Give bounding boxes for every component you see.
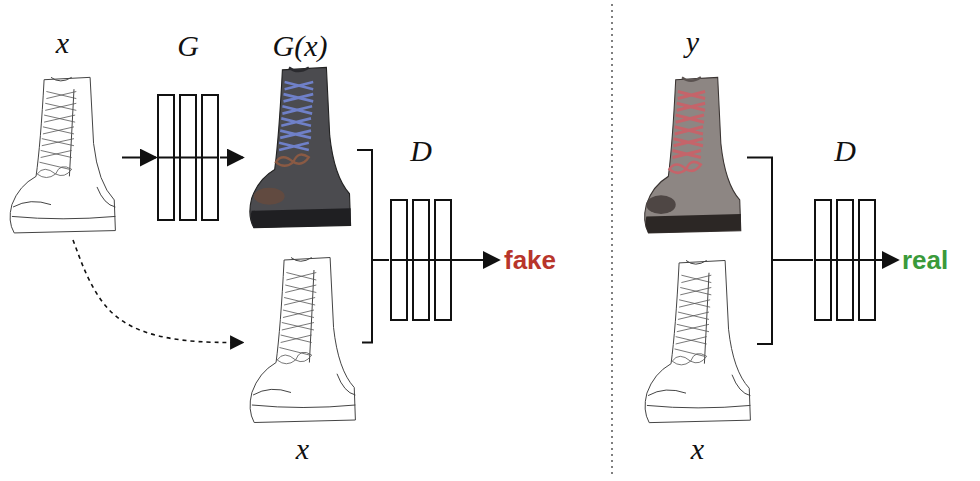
discriminator-block: D <box>389 134 453 320</box>
node-label: x <box>3 26 122 59</box>
discriminator-network <box>815 200 875 320</box>
generator-block: G <box>156 29 220 220</box>
target-image: y <box>638 25 747 240</box>
pair-bracket <box>357 150 389 260</box>
pair-bracket <box>757 260 813 344</box>
pair-bracket <box>362 260 389 343</box>
edge-sketch <box>645 260 750 422</box>
input-sketch: x <box>243 255 362 465</box>
node-label: D <box>813 134 877 167</box>
node-label: G(x) <box>243 29 357 62</box>
output-arrow <box>875 259 898 261</box>
node-label: x <box>243 432 362 465</box>
real-boot <box>645 77 741 233</box>
generator-network <box>158 95 218 220</box>
discriminator-block: D <box>813 134 877 320</box>
discriminator-network <box>391 200 451 320</box>
output-verdict: real <box>902 245 948 275</box>
flow-arrow <box>122 157 156 159</box>
node-label: G <box>156 29 220 62</box>
separator-line <box>611 4 613 477</box>
input-sketch: x <box>638 258 757 465</box>
edge-sketch <box>250 258 355 423</box>
copy-connector <box>73 240 243 343</box>
node-label: D <box>389 134 453 167</box>
pair-bracket <box>747 158 813 261</box>
output-arrow <box>451 259 499 261</box>
flow-arrow <box>220 157 243 159</box>
generated-boot <box>250 67 351 227</box>
output-verdict: fake <box>504 245 556 275</box>
node-label: y <box>638 25 747 58</box>
output-image: G(x) <box>243 29 357 235</box>
input-sketch: x <box>3 26 122 240</box>
edge-sketch <box>10 77 115 233</box>
node-label: x <box>638 432 757 465</box>
